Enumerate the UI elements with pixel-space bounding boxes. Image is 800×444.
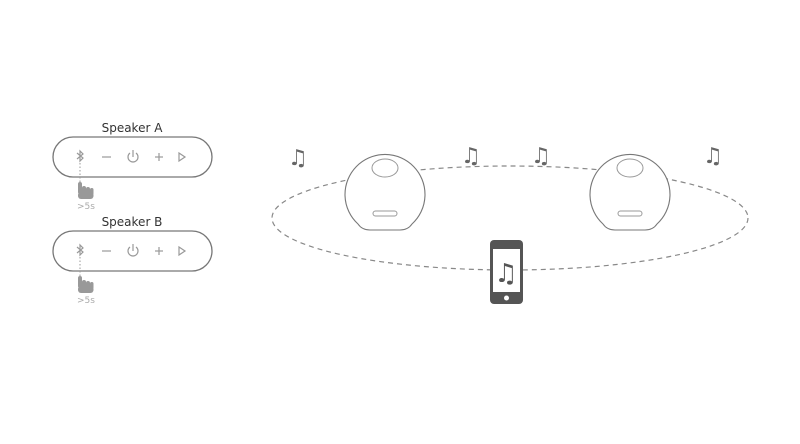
play-icon[interactable] <box>178 151 187 163</box>
plus-icon[interactable] <box>155 247 163 255</box>
hold-duration: >5s <box>77 202 95 212</box>
speaker-b-label: Speaker B <box>102 215 163 229</box>
speaker-icon <box>344 154 426 231</box>
music-note-icon: ♫ <box>494 259 517 289</box>
speaker-icon <box>589 154 671 231</box>
speaker-a-label: Speaker A <box>102 121 164 135</box>
speaker-b-controls: Speaker B >5s <box>52 215 213 306</box>
phone-icon: ♫ <box>490 240 523 304</box>
hold-duration: >5s <box>77 296 95 306</box>
control-bar <box>52 230 213 272</box>
plus-icon[interactable] <box>155 153 163 161</box>
play-icon[interactable] <box>178 245 187 257</box>
power-icon[interactable] <box>127 150 139 163</box>
bluetooth-icon[interactable] <box>76 149 84 163</box>
bluetooth-icon[interactable] <box>76 243 84 257</box>
control-bar <box>52 136 213 178</box>
hand-press-icon <box>78 182 94 199</box>
music-note-icon: ♫ <box>288 146 308 171</box>
connection-ring <box>271 165 749 271</box>
music-note-icon: ♫ <box>461 144 481 169</box>
speaker-a-controls: Speaker A >5s <box>52 121 213 212</box>
music-note-icon: ♫ <box>531 144 551 169</box>
music-note-icon: ♫ <box>703 144 723 169</box>
hand-press-icon <box>78 276 94 293</box>
power-icon[interactable] <box>127 244 139 257</box>
